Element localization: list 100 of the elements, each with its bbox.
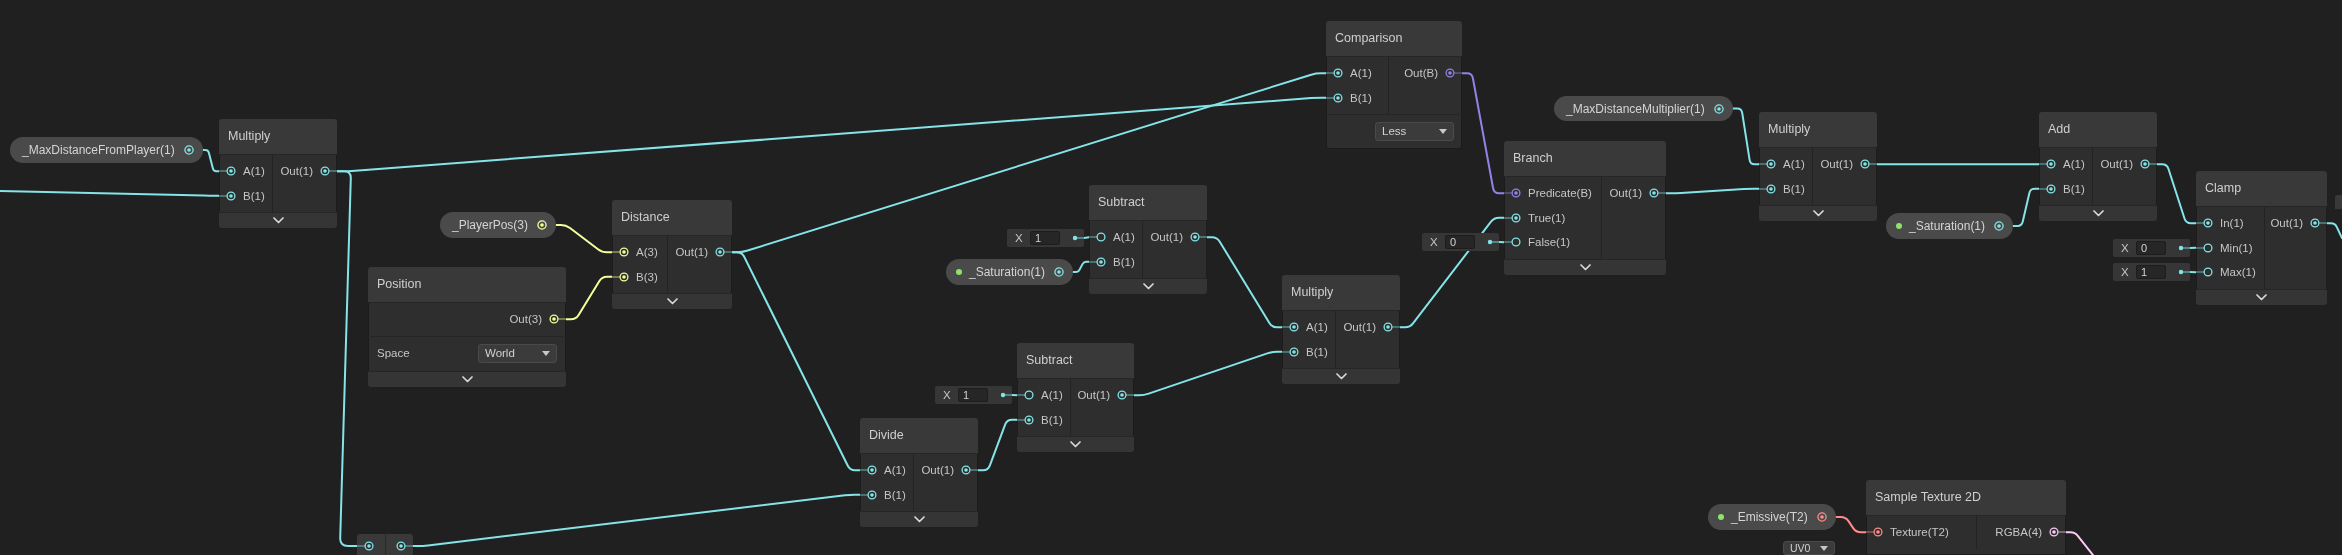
node-card bbox=[1504, 141, 1666, 275]
inline-value-box bbox=[935, 386, 1012, 404]
port-label: A(1) bbox=[1113, 230, 1135, 246]
node-header: Subtract bbox=[1089, 185, 1207, 221]
node-header: Divide bbox=[860, 418, 978, 454]
axis-label: X bbox=[2121, 265, 2129, 280]
connection-wire bbox=[565, 275, 613, 321]
port-label: Out(1) bbox=[675, 245, 708, 261]
property-name: _Saturation(1) bbox=[969, 264, 1046, 280]
connection-wire bbox=[1083, 236, 1090, 239]
dropdown: UV0 bbox=[1783, 541, 1835, 555]
port-label: Out(1) bbox=[2100, 157, 2133, 173]
port-label: Out(3) bbox=[509, 312, 542, 328]
property-name: _MaxDistanceMultiplier(1) bbox=[1566, 100, 1705, 117]
node-card bbox=[1759, 112, 1877, 221]
connection-wire bbox=[1011, 394, 1018, 397]
connection-wire bbox=[1133, 350, 1283, 397]
port-label: B(1) bbox=[1113, 254, 1135, 270]
property-pill bbox=[1886, 213, 2014, 239]
port-label: Out(1) bbox=[280, 164, 313, 180]
node-header: Multiply bbox=[1282, 275, 1400, 311]
port-label: B(3) bbox=[636, 269, 658, 285]
connection-wire bbox=[1072, 260, 1090, 273]
port-label: A(1) bbox=[1041, 388, 1063, 404]
property-pill bbox=[946, 259, 1074, 285]
port-label: False(1) bbox=[1528, 235, 1571, 251]
port-label: Out(1) bbox=[1343, 320, 1376, 336]
port-label: Out(B) bbox=[1404, 66, 1438, 82]
number-field: 1 bbox=[2136, 265, 2166, 279]
port-label: A(1) bbox=[243, 164, 265, 180]
reroute-node bbox=[357, 534, 413, 555]
connection-wire bbox=[555, 224, 613, 254]
port-label: Out(1) bbox=[2270, 216, 2303, 232]
dropdown: Less bbox=[1375, 122, 1454, 141]
inline-value-box bbox=[2113, 263, 2190, 281]
node-header: Multiply bbox=[219, 119, 337, 155]
port-label: B(1) bbox=[243, 188, 265, 204]
node-header: Distance bbox=[612, 200, 732, 236]
connection-wire bbox=[1876, 163, 2040, 166]
number-field: 1 bbox=[1030, 231, 1060, 245]
port-label: A(1) bbox=[1306, 320, 1328, 336]
port-label: Texture(T2) bbox=[1890, 525, 1949, 541]
connection-wire bbox=[2189, 246, 2197, 249]
port-label: A(1) bbox=[1350, 66, 1372, 82]
node-card bbox=[1089, 185, 1207, 294]
port-label: Out(1) bbox=[921, 463, 954, 479]
node-header: Subtract bbox=[1017, 343, 1134, 379]
connection-wire bbox=[977, 418, 1018, 472]
node-card bbox=[1326, 21, 1462, 149]
port-label: Out(1) bbox=[1077, 388, 1110, 404]
port-label: B(1) bbox=[1350, 90, 1372, 106]
port-label: A(1) bbox=[1783, 157, 1805, 173]
port-label: Max(1) bbox=[2220, 265, 2256, 281]
connection-wire bbox=[1731, 107, 1760, 166]
port-label: Out(1) bbox=[1150, 230, 1183, 246]
property-name: _MaxDistanceFromPlayer(1) bbox=[22, 142, 175, 158]
inline-value-box bbox=[2113, 239, 2190, 257]
port-label: B(1) bbox=[884, 487, 906, 503]
connection-wire bbox=[1498, 241, 1505, 244]
node-header: Branch bbox=[1504, 141, 1666, 177]
connection-wire bbox=[1834, 516, 1867, 534]
connection-wire bbox=[1461, 72, 1505, 195]
property-pill bbox=[440, 212, 557, 238]
port-label: A(3) bbox=[636, 245, 658, 261]
port-label: Predicate(B) bbox=[1528, 186, 1592, 202]
connection-wire bbox=[2189, 271, 2197, 274]
port-label: B(1) bbox=[1783, 181, 1805, 197]
connection-wire bbox=[2326, 222, 2342, 239]
number-field: 0 bbox=[1445, 235, 1475, 249]
node-header: Comparison bbox=[1326, 21, 1462, 57]
node-card bbox=[1017, 343, 1134, 452]
node-card bbox=[612, 200, 732, 309]
connection-wire bbox=[201, 149, 220, 173]
node-header: Position bbox=[368, 267, 566, 303]
connection-wire bbox=[731, 251, 861, 472]
port-label: A(1) bbox=[2063, 157, 2085, 173]
port-label: B(1) bbox=[2063, 181, 2085, 197]
port-label: B(1) bbox=[1306, 344, 1328, 360]
port-label: A(1) bbox=[884, 463, 906, 479]
node-header: Add bbox=[2039, 112, 2157, 148]
port-label: B(1) bbox=[1041, 412, 1063, 428]
node-card bbox=[368, 267, 566, 387]
inline-value-box bbox=[1007, 229, 1084, 247]
port-label: Min(1) bbox=[2220, 240, 2253, 256]
node-card bbox=[1282, 275, 1400, 384]
connection-wire bbox=[2012, 187, 2040, 227]
node-card bbox=[1866, 480, 2066, 555]
node-card bbox=[219, 119, 337, 228]
connection-wire bbox=[1206, 236, 1283, 329]
setting-label: Space bbox=[377, 345, 410, 361]
port-label: RGBA(4) bbox=[1995, 525, 2042, 541]
connection-wire bbox=[2156, 163, 2197, 225]
node-card bbox=[2039, 112, 2157, 221]
node-card bbox=[2196, 171, 2327, 305]
number-field: 0 bbox=[2136, 241, 2166, 255]
port-label: True(1) bbox=[1528, 210, 1566, 226]
connection-wire bbox=[0, 190, 220, 197]
node-card bbox=[2335, 195, 2342, 209]
node-header: Sample Texture 2D bbox=[1866, 480, 2066, 516]
property-pill bbox=[1554, 96, 1733, 121]
